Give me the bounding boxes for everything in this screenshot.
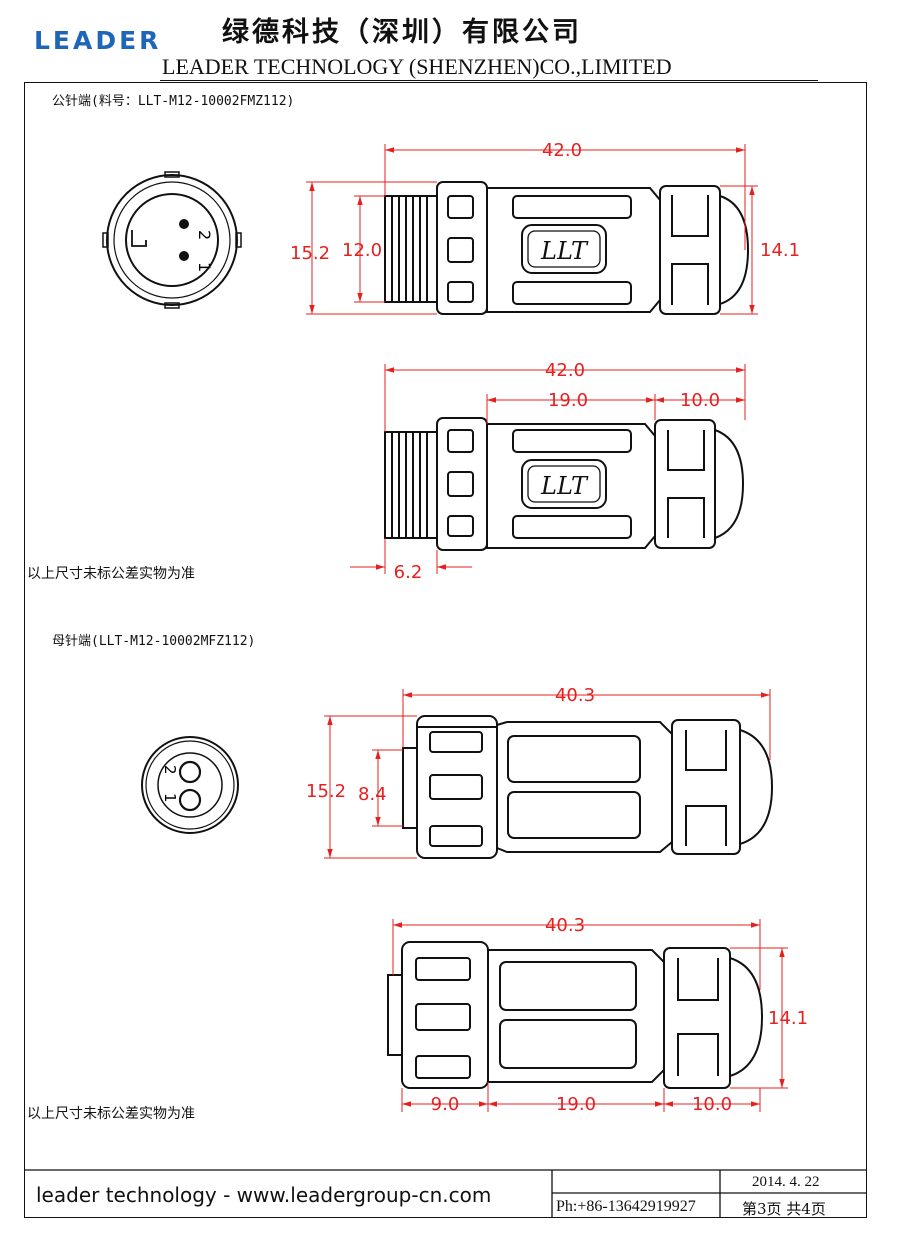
dim-female-length-top: 40.3 <box>555 685 595 706</box>
dim-female-outer-dia: 15.2 <box>306 781 346 802</box>
header-rule <box>160 80 818 81</box>
footer-phone: Ph:+86-13642919927 <box>556 1198 696 1215</box>
male-side-view-top <box>384 181 750 315</box>
female-caption: 母针端(LLT-M12-10002MFZ112) <box>52 634 256 649</box>
company-name-en: LEADER TECHNOLOGY (SHENZHEN)CO.,LIMITED <box>162 54 672 79</box>
dim-female-inner-dia: 8.4 <box>358 784 387 805</box>
dim-male-body: 19.0 <box>548 390 588 411</box>
company-name-cn: 绿德科技（深圳）有限公司 <box>222 17 582 48</box>
dim-male-cap: 10.0 <box>680 390 720 411</box>
male-brand-mark-bottom: LLT <box>540 472 589 500</box>
male-tolerance-note: 以上尺寸未标公差实物为准 <box>27 566 195 582</box>
dim-female-nut: 9.0 <box>431 1094 460 1115</box>
male-front-view <box>102 171 242 309</box>
dim-female-body: 19.0 <box>556 1094 596 1115</box>
dim-male-length-bottom: 42.0 <box>545 360 585 381</box>
male-caption: 公针端(料号：LLT-M12-10002FMZ112) <box>52 94 295 109</box>
footer-date: 2014. 4. 22 <box>752 1174 820 1190</box>
company-logo: LEADER <box>34 26 161 55</box>
dim-female-length-bottom: 40.3 <box>545 915 585 936</box>
female-top-dimensions <box>324 689 771 859</box>
male-bottom-dimensions <box>350 364 746 574</box>
female-side-view-top <box>402 715 774 859</box>
female-bottom-dimensions <box>392 919 788 1112</box>
female-front-view <box>141 736 239 834</box>
footer-page-number: 第3页 共4页 <box>742 1200 826 1218</box>
male-pin-label-2: 2 <box>195 230 214 240</box>
dim-male-cap-dia: 14.1 <box>760 240 800 261</box>
dim-female-cap: 10.0 <box>692 1094 732 1115</box>
male-top-dimensions <box>306 144 758 315</box>
female-tolerance-note: 以上尺寸未标公差实物为准 <box>27 1106 195 1122</box>
dim-male-outer-dia: 15.2 <box>290 243 330 264</box>
male-side-view-bottom <box>384 417 745 551</box>
dim-female-cap-dia: 14.1 <box>768 1008 808 1029</box>
female-side-view-bottom <box>387 941 764 1089</box>
footer-website: leader technology - www.leadergroup-cn.c… <box>36 1183 492 1207</box>
dim-male-length-top: 42.0 <box>542 140 582 161</box>
footer-grid <box>24 1169 867 1218</box>
dim-male-thread-dia: 12.0 <box>342 240 382 261</box>
drawing-frame <box>24 82 867 1218</box>
male-brand-mark-top: LLT <box>540 237 589 265</box>
dim-male-thread: 6.2 <box>394 562 423 583</box>
female-pin-label-2: 2 <box>161 765 179 775</box>
male-pin-label-1: 1 <box>195 262 214 272</box>
female-pin-label-1: 1 <box>161 793 179 803</box>
logo-text: LEADER <box>34 26 162 55</box>
